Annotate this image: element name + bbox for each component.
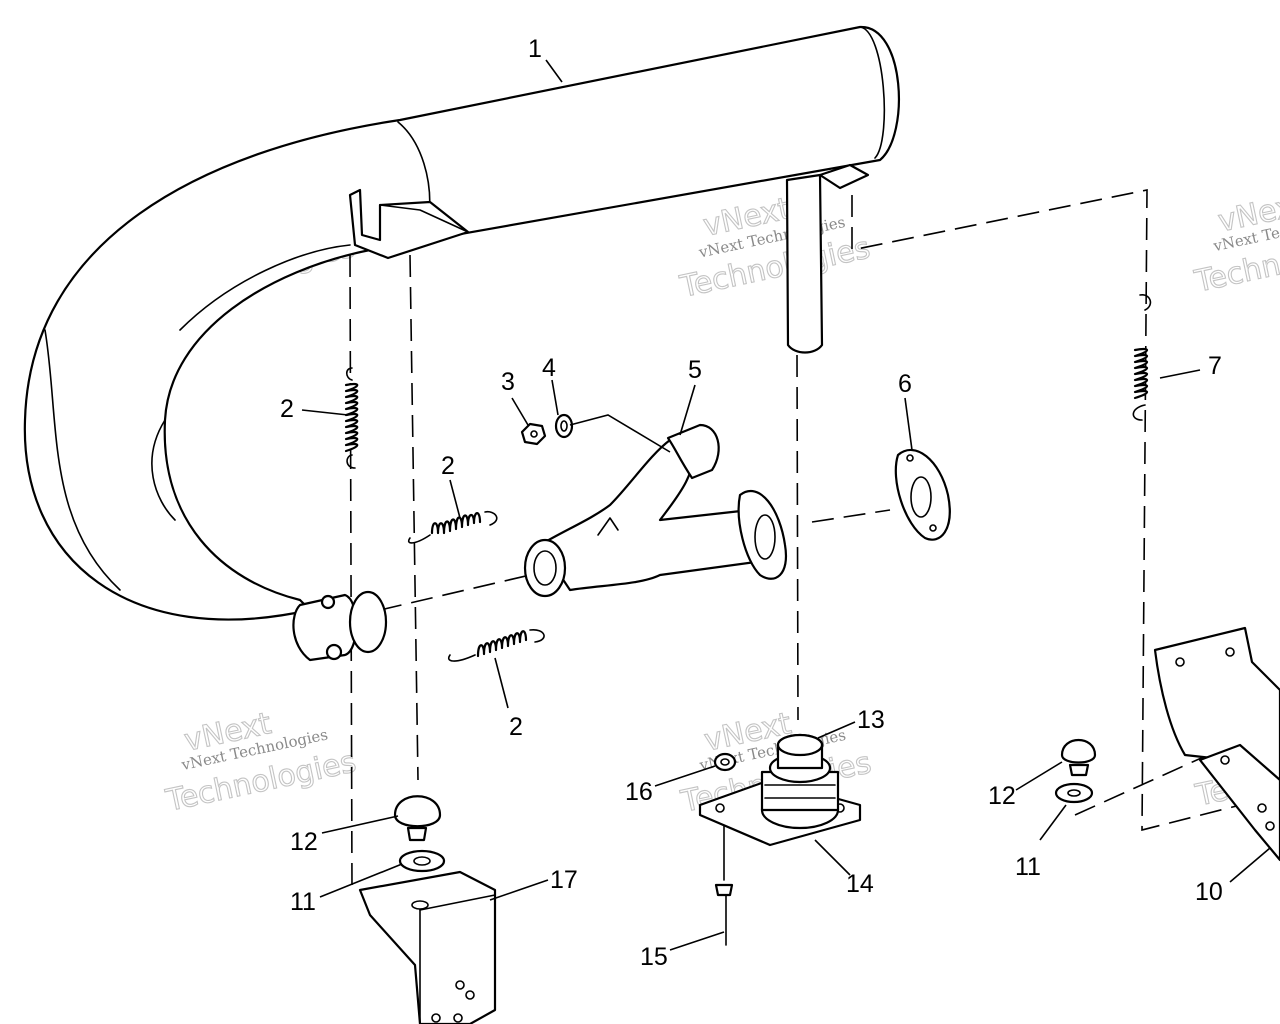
spring-center-upper xyxy=(408,510,498,544)
watermark-center-top: vNext vNext Technologies Technologies xyxy=(676,191,874,306)
y-pipe-part-5 xyxy=(523,423,788,598)
callout-16: 16 xyxy=(625,778,653,806)
eyelet-part-16 xyxy=(713,752,737,772)
callout-11-left: 11 xyxy=(290,888,316,916)
assembly-lines xyxy=(349,189,1261,891)
grommet-part-12-left xyxy=(393,795,442,842)
callout-3: 3 xyxy=(501,368,515,396)
bracket-part-17 xyxy=(358,870,497,1024)
spring-center-lower xyxy=(448,629,545,662)
callout-10: 10 xyxy=(1195,878,1223,906)
callout-1: 1 xyxy=(528,35,542,63)
rivet-part-15 xyxy=(714,824,734,946)
spring-right-vertical xyxy=(1132,294,1152,421)
grommet-part-12-right xyxy=(1060,739,1097,777)
watermark-right-top: vNext vNext Technologies Technologies xyxy=(1191,186,1280,300)
callout-12-right: 12 xyxy=(988,782,1016,810)
callout-15: 15 xyxy=(640,943,668,971)
gasket-part-6 xyxy=(894,448,951,541)
callout-6: 6 xyxy=(898,370,912,398)
callout-5: 5 xyxy=(688,356,702,384)
leader-lines xyxy=(301,59,1271,951)
callout-11-right: 11 xyxy=(1015,853,1041,881)
callout-13: 13 xyxy=(857,706,885,734)
callout-4: 4 xyxy=(542,354,556,382)
bracket-part-10 xyxy=(1153,626,1280,862)
nut-part-3 xyxy=(520,422,547,446)
callout-14: 14 xyxy=(846,870,874,898)
callout-2-left: 2 xyxy=(280,395,294,423)
silencer-assembly xyxy=(23,25,900,662)
callout-labels: 1 2 2 2 3 4 5 6 7 10 11 11 12 12 13 14 1… xyxy=(280,35,1223,971)
washer-part-11-left xyxy=(398,849,446,873)
washer-part-4 xyxy=(554,413,574,439)
callout-12-left: 12 xyxy=(290,828,318,856)
watermark-left-bottom: vNext vNext Technologies Technologies xyxy=(162,706,360,820)
callout-2-lower: 2 xyxy=(509,713,523,741)
bumper-part-13 xyxy=(760,733,840,830)
spring-left-vertical xyxy=(344,367,359,469)
callout-2-upper: 2 xyxy=(441,452,455,480)
washer-part-11-right xyxy=(1054,782,1094,804)
callout-17: 17 xyxy=(550,866,578,894)
callout-7: 7 xyxy=(1208,352,1222,380)
